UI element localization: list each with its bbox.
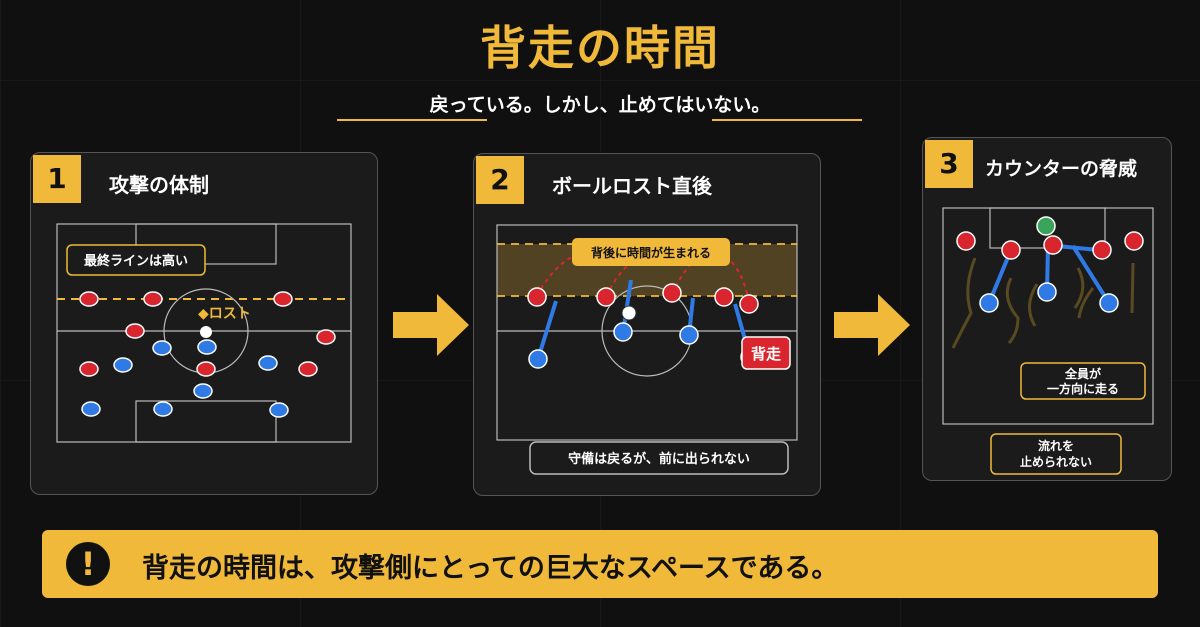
red-players	[527, 283, 759, 314]
summary-banner: ! 背走の時間は、攻撃側にとっての巨大なスペースである。	[42, 530, 1158, 598]
ball	[200, 326, 212, 338]
arrow-right-icon	[393, 294, 469, 356]
all-run-tag	[1020, 362, 1146, 400]
trail-lines	[951, 257, 1135, 349]
defense-caption-text: 守備は戻るが、前に出られない	[568, 451, 750, 467]
high-line-text: 最終ラインは高い	[84, 253, 188, 269]
panel-title: ボールロスト直後	[552, 174, 712, 198]
panel-ball-lost: 2 ボールロスト直後 背後に時間が生まれる 背走	[473, 153, 821, 496]
pitch-diagram-1: 最終ラインは高い ◆ロスト	[56, 223, 352, 443]
exclamation-icon: !	[66, 542, 110, 586]
summary-text: 背走の時間は、攻撃側にとっての巨大なスペースである。	[142, 553, 839, 584]
blue-players	[979, 282, 1119, 313]
all-run-text-1: 全員が	[1064, 366, 1101, 381]
defense-caption	[529, 441, 789, 475]
keeper	[1036, 216, 1056, 236]
ball-lost-text: ◆ロスト	[198, 306, 251, 322]
panel-attack-formation: 1 攻撃の体制 最終ラインは高い ◆ロスト	[30, 152, 378, 495]
red-players	[956, 231, 1144, 260]
pitch-diagram-3: 全員が 一方向に走る 流れを 止められない	[942, 207, 1154, 475]
time-zone-tag	[572, 238, 730, 266]
panel-number: 3	[925, 140, 973, 188]
time-zone-text: 背後に時間が生まれる	[591, 245, 711, 260]
panel-number: 2	[476, 156, 524, 204]
back-run-text: 背走	[751, 345, 781, 363]
panel-title: カウンターの脅威	[985, 158, 1138, 180]
cannot-stop-text-1: 流れを	[1038, 438, 1074, 453]
pitch-diagram-2: 背後に時間が生まれる 背走 守備は戻るが、前に出られない	[496, 224, 798, 475]
page-title: 背走の時間	[480, 21, 720, 75]
ball	[621, 305, 637, 321]
page-subtitle: 戻っている。しかし、止めてはいない。	[429, 94, 771, 116]
back-run-tag	[741, 336, 791, 370]
subtitle-underline-right	[712, 119, 862, 121]
cannot-stop-tag	[990, 433, 1122, 475]
panel-counter-threat: 3 カウンターの脅威 全員が 一方向に走る 流れを	[922, 137, 1172, 481]
all-run-text-2: 一方向に走る	[1047, 381, 1119, 396]
blue-players	[81, 339, 289, 418]
subtitle-underline-left	[337, 119, 487, 121]
blue-players	[528, 322, 760, 369]
high-line-tag	[66, 244, 206, 276]
arrow-right-icon	[834, 294, 910, 356]
red-players	[79, 291, 336, 377]
cannot-stop-text-2: 止められない	[1020, 454, 1092, 469]
panel-title: 攻撃の体制	[109, 173, 209, 197]
panel-number: 1	[33, 155, 81, 203]
